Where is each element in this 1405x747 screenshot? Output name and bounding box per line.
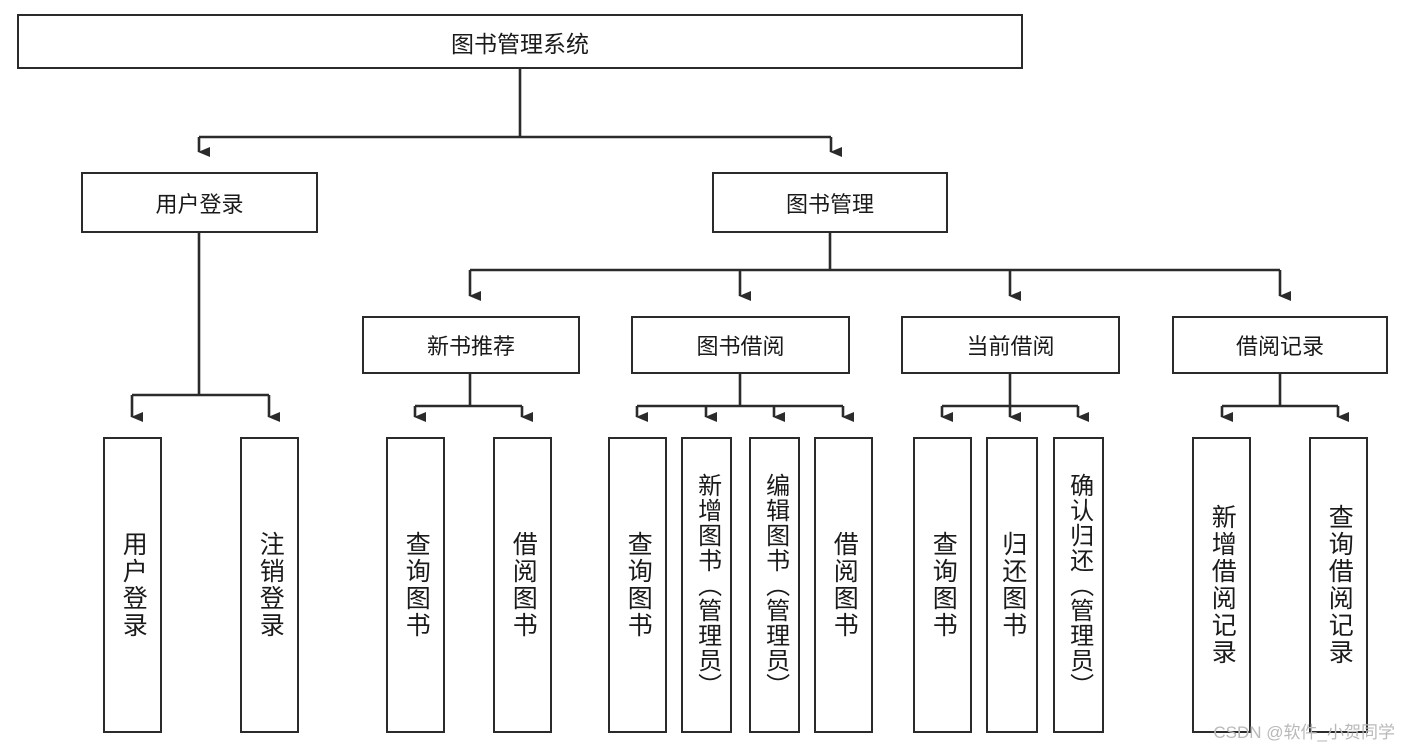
node-label: 图书管理系统	[451, 30, 589, 57]
node-current-borrow[interactable]: 当前借阅	[901, 316, 1120, 374]
leaf-user-logout[interactable]: 注销登录	[240, 437, 299, 733]
node-label: 用户登录	[155, 191, 244, 217]
leaf-record-add-record[interactable]: 新增借阅记录	[1192, 437, 1251, 733]
node-label: 编辑图书（管理员）	[761, 472, 789, 698]
node-label: 查询借阅记录	[1325, 504, 1354, 666]
node-book-borrow[interactable]: 图书借阅	[631, 316, 850, 374]
leaf-recommend-query-book[interactable]: 查询图书	[386, 437, 445, 733]
node-label: 借阅图书	[509, 531, 538, 639]
leaf-record-query-record[interactable]: 查询借阅记录	[1309, 437, 1368, 733]
node-label: 归还图书	[998, 531, 1027, 639]
node-user-login[interactable]: 用户登录	[81, 172, 318, 233]
node-label: 图书借阅	[696, 334, 785, 359]
node-label: 借阅图书	[830, 531, 859, 639]
leaf-user-login[interactable]: 用户登录	[103, 437, 162, 733]
leaf-current-confirm-return-admin[interactable]: 确认归还（管理员）	[1053, 437, 1104, 733]
node-book-management[interactable]: 图书管理	[712, 172, 948, 233]
node-new-book-recommend[interactable]: 新书推荐	[362, 316, 580, 374]
leaf-borrow-borrow-book[interactable]: 借阅图书	[814, 437, 873, 733]
leaf-borrow-add-book-admin[interactable]: 新增图书（管理员）	[681, 437, 732, 733]
leaf-borrow-edit-book-admin[interactable]: 编辑图书（管理员）	[749, 437, 800, 733]
node-label: 图书管理	[785, 191, 874, 217]
leaf-borrow-query-book[interactable]: 查询图书	[608, 437, 667, 733]
leaf-current-return-book[interactable]: 归还图书	[986, 437, 1038, 733]
node-label: 查询图书	[402, 531, 431, 639]
node-label: 新书推荐	[426, 334, 515, 359]
node-label: 用户登录	[119, 531, 148, 639]
node-root-system[interactable]: 图书管理系统	[17, 14, 1023, 69]
node-label: 查询图书	[624, 531, 653, 639]
node-borrow-record[interactable]: 借阅记录	[1172, 316, 1388, 374]
node-label: 借阅记录	[1235, 334, 1324, 359]
node-label: 注销登录	[256, 531, 285, 639]
node-label: 当前借阅	[966, 334, 1055, 359]
node-label: 确认归还（管理员）	[1065, 472, 1093, 698]
leaf-current-query-book[interactable]: 查询图书	[913, 437, 972, 733]
node-label: 查询图书	[929, 531, 958, 639]
node-label: 新增图书（管理员）	[693, 472, 721, 698]
node-label: 新增借阅记录	[1208, 504, 1237, 666]
leaf-recommend-borrow-book[interactable]: 借阅图书	[493, 437, 552, 733]
